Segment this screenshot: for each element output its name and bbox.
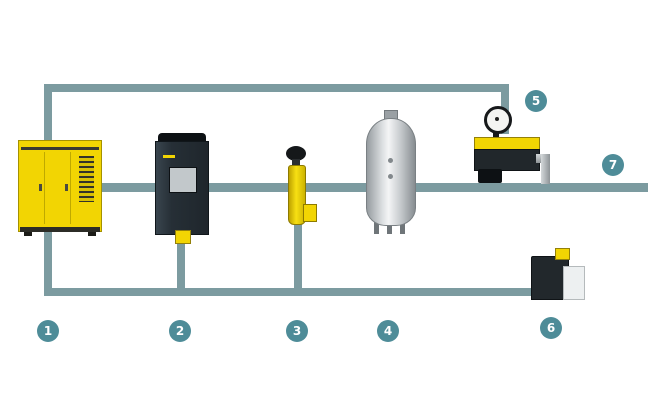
compressor-unit [18,140,102,236]
filter-neck [292,159,300,166]
valve-outlet-pipe-vertical [541,154,550,184]
compressor-vent-grille-icon [79,156,94,202]
tank-leg [400,218,405,234]
refrigeration-dryer-unit [155,133,209,244]
tank-leg [374,218,379,234]
pipe-dryer-condensate-drop [177,232,185,288]
separator-collection-container [563,266,585,300]
separator-body [531,256,569,300]
callout-1-compressor: 1 [37,320,59,342]
valve-body [474,149,540,171]
callout-3-filter: 3 [286,320,308,342]
filter-drain-valve [303,204,317,222]
compressor-top-trim [21,147,99,150]
air-receiver-tank [366,110,416,234]
compressor-door-handle [65,184,68,191]
gauge-hub [495,117,499,121]
dryer-brand-stripe [163,155,175,158]
tank-port [388,158,393,163]
filter-unit [283,146,317,226]
filter-head-knob [286,146,306,161]
dryer-drain-fitting [175,230,191,244]
pipe-bottom-condensate-line [44,288,556,296]
compressor-foot [88,232,96,236]
callout-4-receiver: 4 [377,320,399,342]
compressor-foot [24,232,32,236]
tank-port [388,174,393,179]
pipe-filter-condensate-drop [294,218,302,288]
tank-leg [387,218,392,234]
callout-2-dryer: 2 [169,320,191,342]
callout-7-outlet: 7 [602,154,624,176]
compressor-panel-seam [44,152,45,224]
tank-vessel [366,118,416,226]
pipe-top-control-line [44,84,509,92]
callout-6-separator: 6 [540,317,562,339]
valve-actuator [478,169,502,183]
compressor-door-handle [39,184,42,191]
dryer-display-panel [169,167,197,193]
callout-5-charging-system: 5 [525,90,547,112]
compressor-base [20,227,100,232]
filter-bowl [288,165,306,225]
separator-inlet-cap [555,248,570,260]
air-main-charging-system [472,104,554,184]
oil-water-separator-unit [531,248,585,300]
compressor-panel-seam [70,152,71,224]
dryer-top-cap [158,133,206,142]
